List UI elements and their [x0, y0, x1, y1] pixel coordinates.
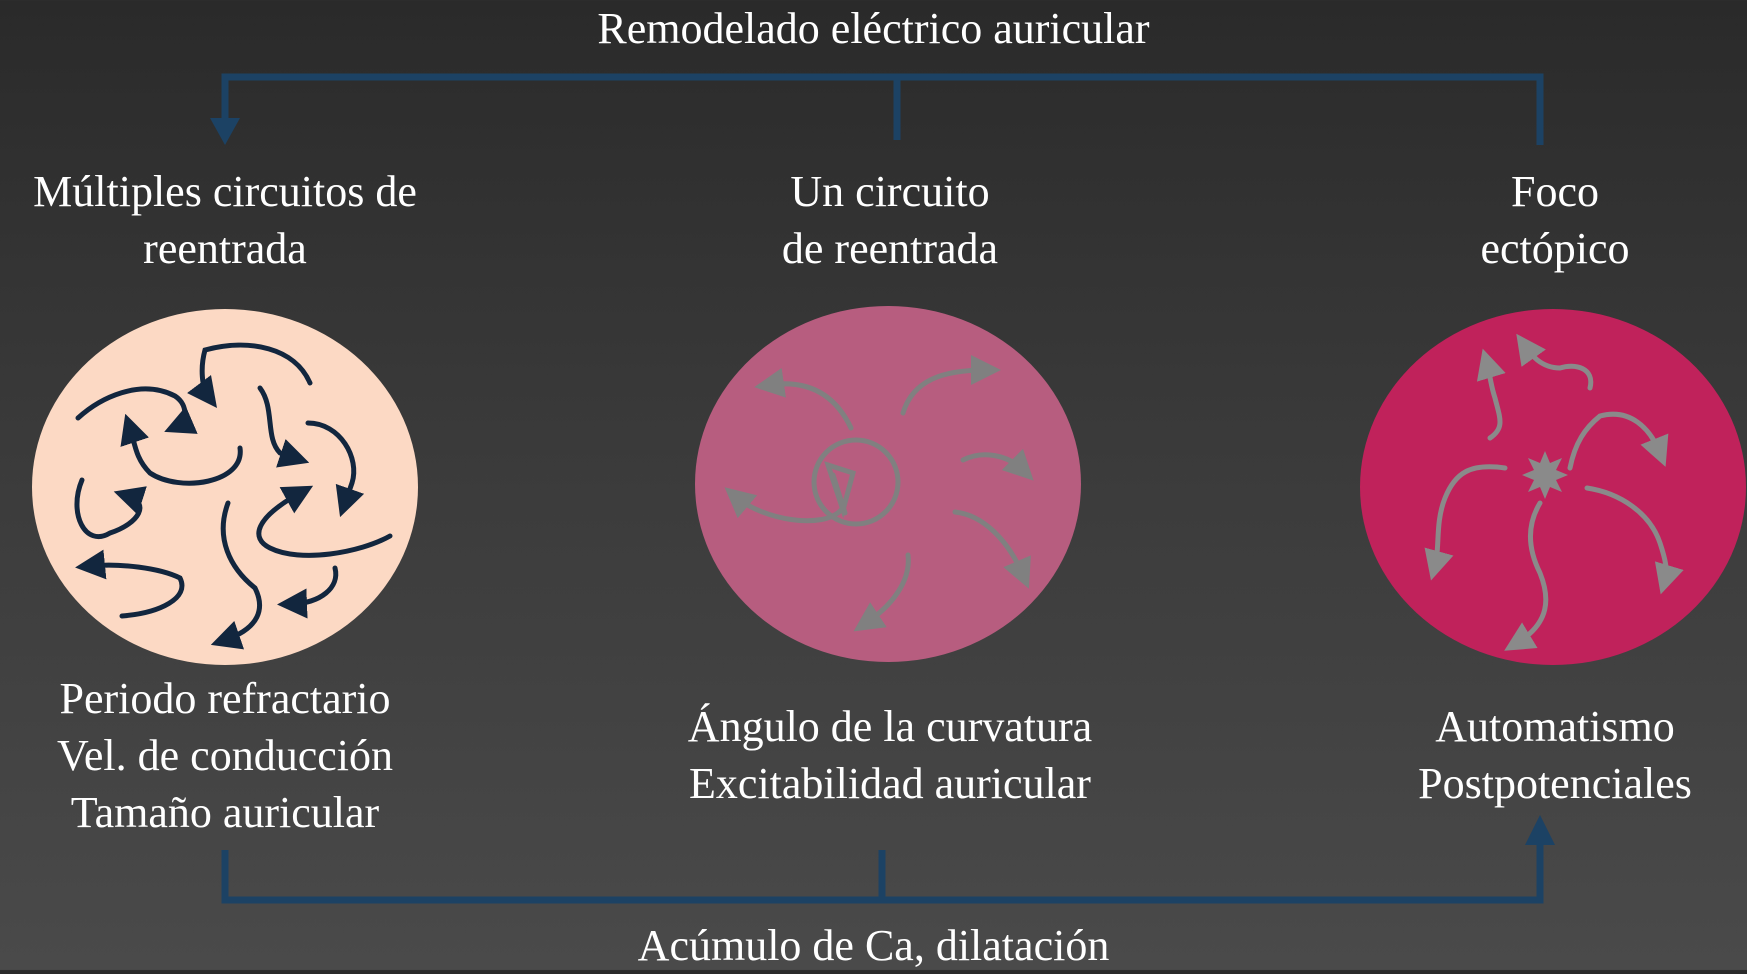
wave-arrow-5: [853, 552, 911, 632]
reentry-arrow-8: [210, 500, 262, 650]
single-reentry-circle: [695, 306, 1081, 662]
ectopic-focus-star-icon: [1522, 451, 1568, 499]
reentry-arrow-7: [256, 485, 393, 558]
mechanism-1-factor-1: Periodo refractario: [59, 674, 391, 723]
mechanism-2-factors: Ángulo de la curvatura Excitabilidad aur…: [640, 698, 1140, 812]
mechanism-2-factor-2: Excitabilidad auricular: [689, 759, 1091, 808]
bottom-label: Acúmulo de Ca, dilatación: [637, 921, 1110, 970]
reentry-arrow-4: [305, 420, 365, 518]
reentry-loop: [811, 437, 901, 527]
circle-fill: [32, 309, 418, 665]
mechanism-2-title-line-1: Un circuito: [790, 167, 990, 216]
focus-arrow-1: [1516, 333, 1594, 391]
wave-arrow-3: [960, 448, 1034, 481]
focus-arrow-5: [1584, 485, 1684, 595]
mechanism-3-factors: Automatismo Postpotenciales: [1360, 698, 1747, 812]
mechanism-1-title: Múltiples circuitos de reentrada: [0, 163, 450, 277]
wave-arrow-1: [754, 367, 854, 431]
circle-fill: [695, 306, 1081, 662]
mechanism-3-title-line-1: Foco: [1511, 167, 1599, 216]
bottom-connector: [221, 815, 1555, 904]
mechanism-3-title: Foco ectópico: [1360, 163, 1747, 277]
mechanism-2-title-line-2: de reentrada: [781, 224, 999, 273]
reentry-arrow-2: [187, 342, 313, 409]
focus-arrow-6: [1504, 500, 1549, 651]
mechanism-1-factor-3: Tamaño auricular: [70, 788, 380, 837]
mechanism-1-title-line-2: reentrada: [143, 224, 307, 273]
reentry-arrow-5: [120, 413, 243, 486]
mechanism-2-title: Un circuito de reentrada: [640, 163, 1140, 277]
top-connector: [210, 73, 1544, 145]
wave-arrow-6: [724, 487, 844, 524]
ectopic-focus-circle: [1360, 309, 1746, 665]
wave-arrow-2: [900, 355, 1001, 416]
focus-arrow-2: [1476, 348, 1506, 441]
block-line: [830, 472, 848, 516]
mechanism-1-factor-2: Vel. de conducción: [57, 731, 393, 780]
reentry-arrow-3: [257, 385, 310, 468]
focus-arrow-4: [1424, 464, 1508, 581]
reentry-arrow-6: [74, 477, 147, 540]
wave-arrow-4: [952, 509, 1031, 589]
mechanism-2-factor-1: Ángulo de la curvatura: [687, 702, 1093, 751]
bottom-right-arrowhead: [1525, 815, 1555, 845]
top-bracket-line: [221, 73, 1544, 145]
mechanism-3-title-line-2: ectópico: [1480, 224, 1630, 273]
mechanism-3-factor-2: Postpotenciales: [1418, 759, 1692, 808]
mechanism-1-title-line-1: Múltiples circuitos de: [33, 167, 417, 216]
reentry-arrow-10: [75, 549, 185, 619]
multiple-reentry-circle: [32, 309, 418, 665]
mechanism-3-factor-1: Automatismo: [1435, 702, 1675, 751]
top-label: Remodelado eléctrico auricular: [597, 4, 1150, 53]
reentry-arrow-1: [75, 386, 198, 434]
reentry-arrow-9: [277, 565, 339, 619]
mechanism-1-factors: Periodo refractario Vel. de conducción T…: [0, 670, 450, 841]
top-left-arrowhead: [210, 118, 240, 145]
focus-arrow-3: [1567, 411, 1669, 471]
